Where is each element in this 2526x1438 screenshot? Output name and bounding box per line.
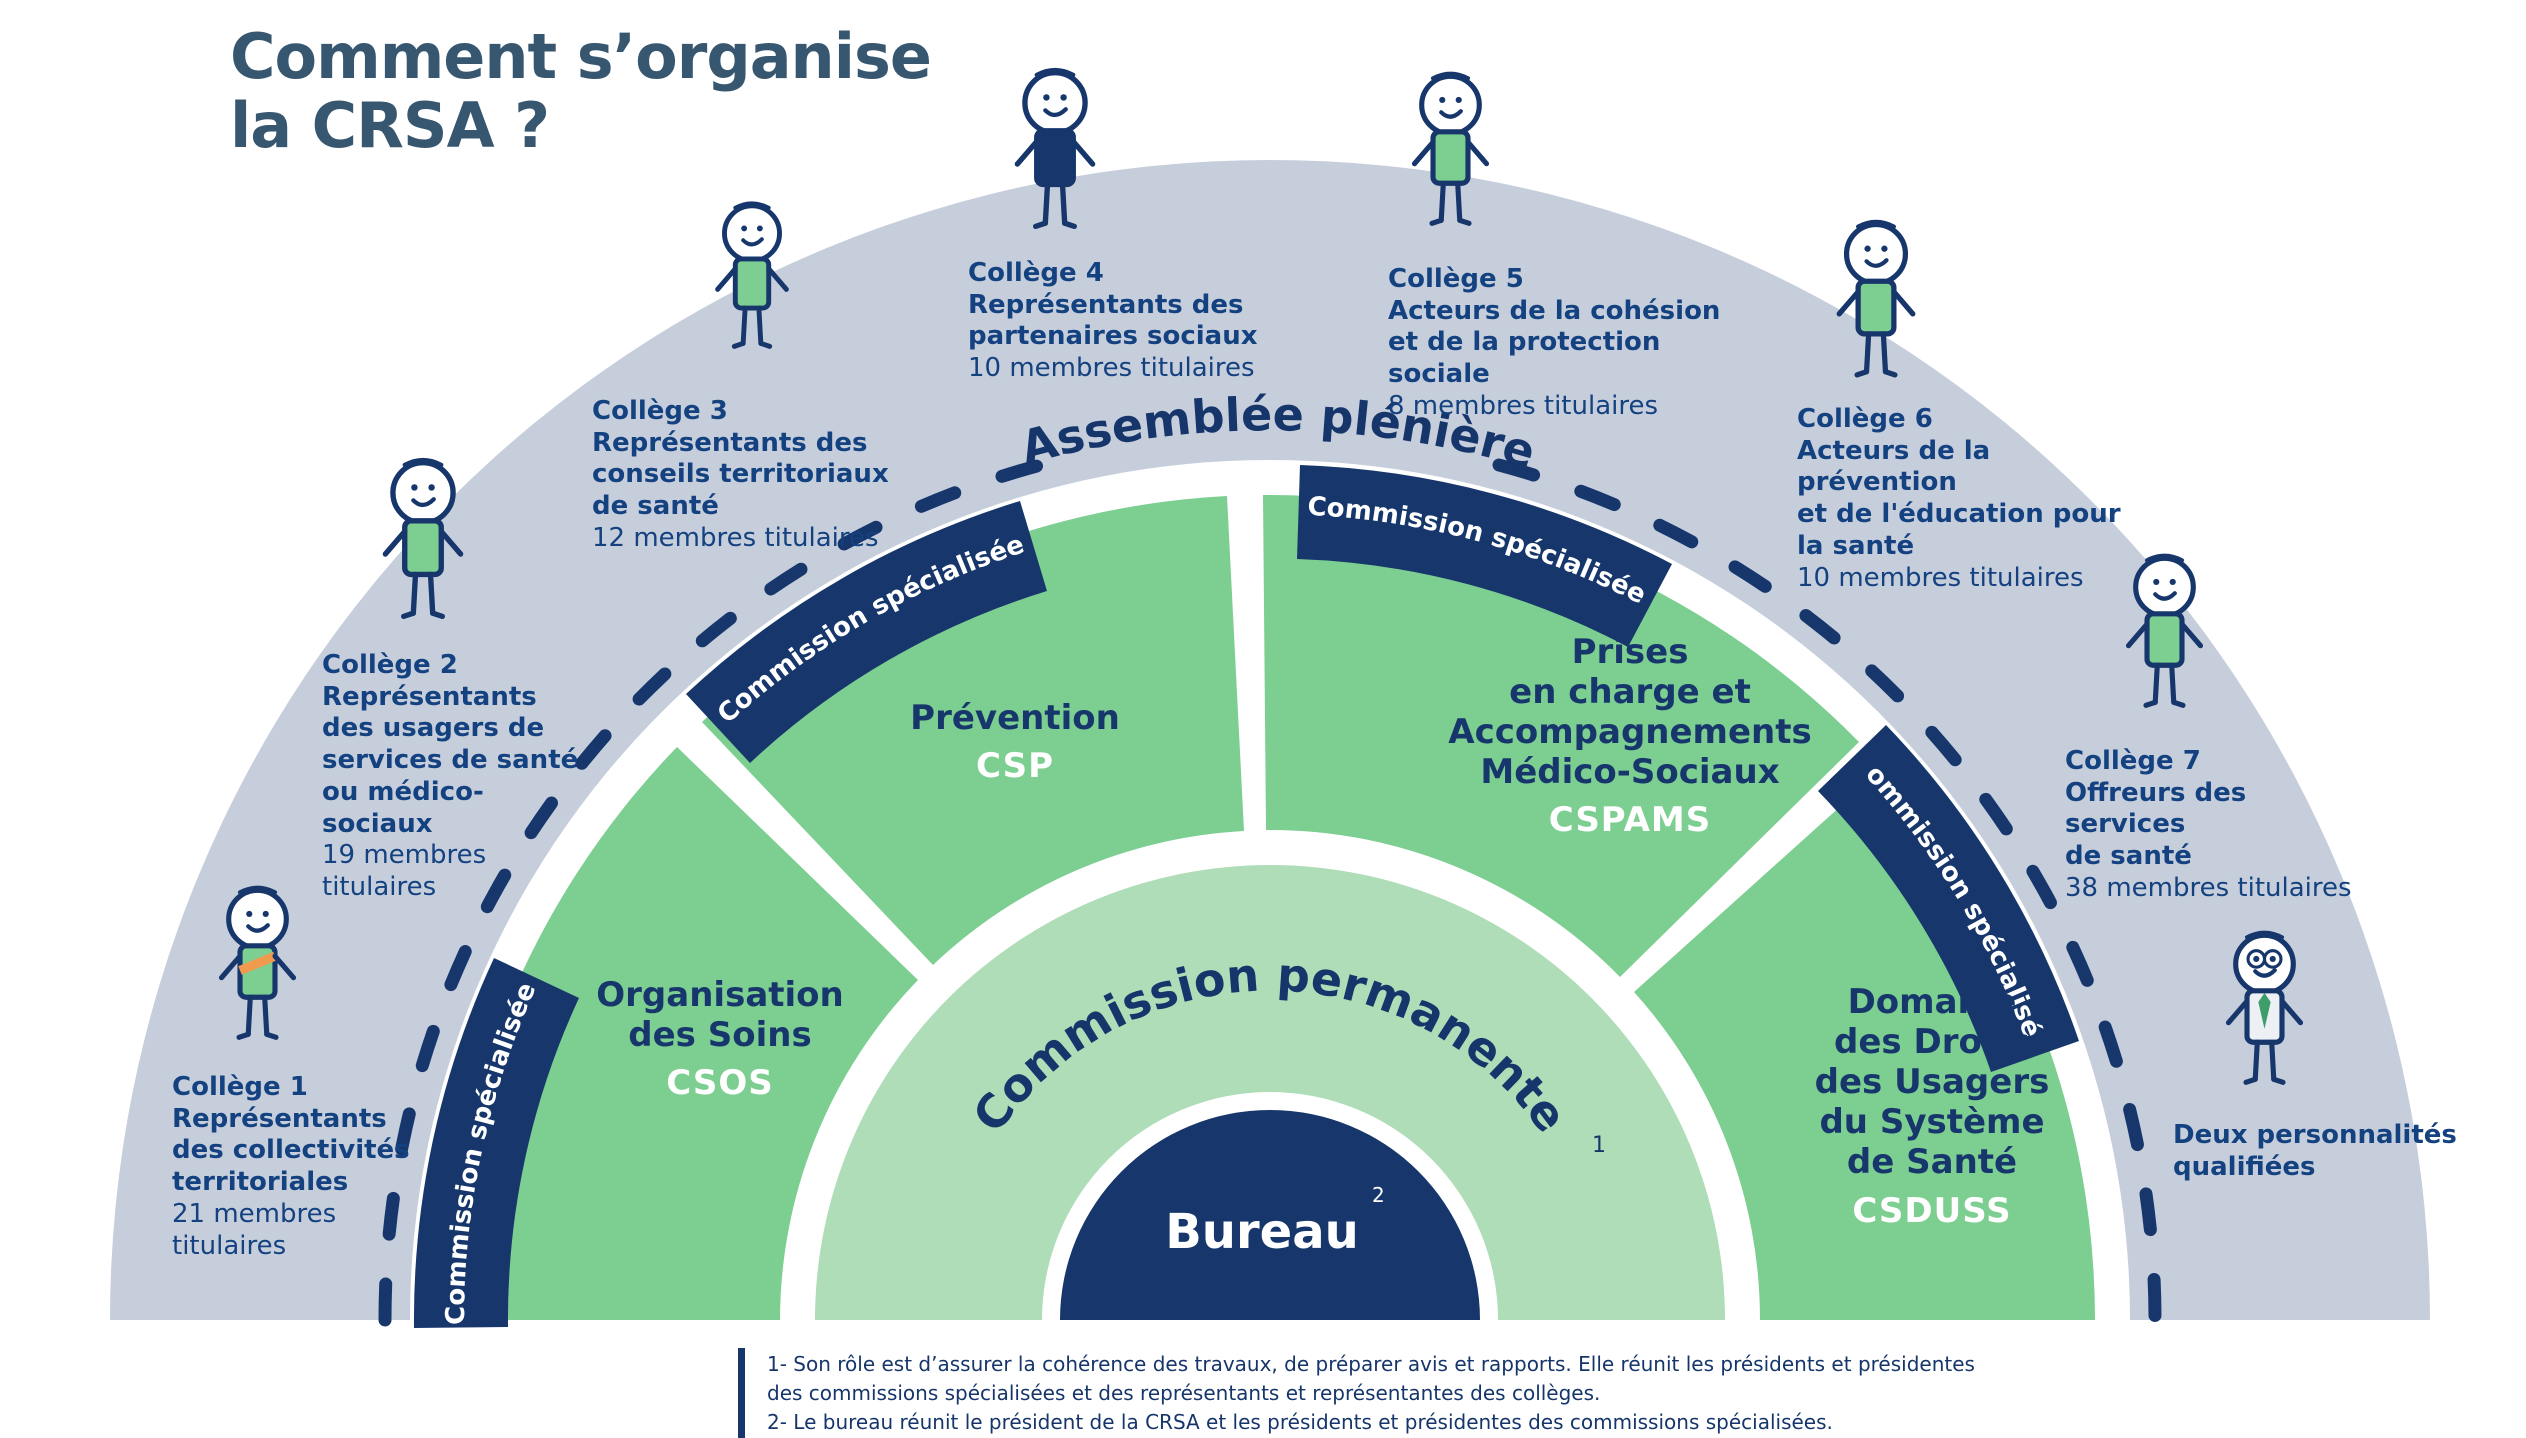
college-3-members: 12 membres titulaires [592, 522, 879, 553]
banner-cspams [1297, 465, 1672, 647]
college-7-character [2112, 548, 2217, 728]
footnote-2: 2- Le bureau réunit le président de la C… [767, 1410, 1833, 1434]
college-6-block: Collège 6 Acteurs de la prévention et de… [1797, 404, 2157, 594]
csduss-acronym: CSDUSS [1852, 1190, 2012, 1231]
commission-sector-cspams [1263, 494, 1859, 977]
csp-acronym: CSP [976, 746, 1054, 787]
sector-label-csos: Organisation des Soins CSOS [585, 975, 855, 1103]
sector-label-cspams: Prises en charge et Accompagnements Médi… [1445, 632, 1815, 840]
college-2-name: Collège 2 [322, 650, 458, 680]
footnotes-block: 1- Son rôle est d’assurer la cohérence d… [738, 1348, 2227, 1438]
college-3-block: Collège 3 Représentants des conseils ter… [592, 396, 892, 555]
college-4-members: 10 membres titulaires [968, 353, 1255, 384]
commission-sector-csos [445, 747, 918, 1320]
college-2-description: Représentants des usagers de services de… [322, 681, 579, 839]
cspams-name: Prises en charge et Accompagnements Médi… [1448, 632, 1812, 793]
college-5-description: Acteurs de la cohésion et de la protecti… [1388, 295, 1721, 390]
college-7-block: Collège 7 Offreurs des services de santé… [2065, 746, 2375, 905]
dashed-arc-left [378, 454, 1063, 1327]
college-5-name: Collège 5 [1388, 264, 1524, 294]
college-6-character [1822, 214, 1930, 398]
college-2-block: Collège 2 Représentants des usagers de s… [322, 650, 592, 904]
college-1-members: 21 membres titulaires [172, 1198, 337, 1261]
college-4-character [1000, 62, 1110, 250]
college-1-character [205, 880, 310, 1060]
qualified-members-character [2212, 925, 2317, 1105]
banner-csos [413, 958, 579, 1328]
page-title: Comment s’organise la CRSA ? [230, 20, 932, 163]
banner-csduss [1818, 725, 2079, 1072]
college-6-name: Collège 6 [1797, 404, 1933, 434]
college-7-description: Offreurs des services de santé [2065, 777, 2247, 872]
college-1-name: Collège 1 [172, 1072, 308, 1102]
footnote-1: 1- Son rôle est d’assurer la cohérence d… [767, 1352, 1975, 1405]
csduss-name: Domaine des Droits des Usagers du Systèm… [1814, 982, 2050, 1183]
qualified-members-label: Deux personnalités qualifiées [2173, 1120, 2457, 1182]
sector-label-csduss: Domaine des Droits des Usagers du Systèm… [1762, 982, 2102, 1231]
college-4-description: Représentants des partenaires sociaux [968, 289, 1258, 352]
college-5-block: Collège 5 Acteurs de la cohésion et de l… [1388, 264, 1748, 423]
commission-sector-csp [702, 496, 1244, 965]
college-5-members: 8 membres titulaires [1388, 390, 1659, 421]
college-2-members: 19 membres titulaires [322, 840, 487, 903]
college-3-description: Représentants des conseils territoriaux … [592, 427, 889, 522]
sector-label-csp: Prévention CSP [880, 698, 1150, 786]
college-2-character [368, 452, 478, 640]
college-5-character [1398, 66, 1503, 246]
college-1-description: Représentants des collectivités territor… [172, 1103, 410, 1198]
college-7-name: Collège 7 [2065, 746, 2201, 776]
college-4-block: Collège 4 Représentants des partenaires … [968, 258, 1268, 385]
college-3-character [702, 196, 802, 368]
college-6-description: Acteurs de la prévention et de l'éducati… [1797, 435, 2121, 561]
assembly-dashed-boundary [378, 454, 2162, 1327]
permanent-commission-footnote-ref: 1 [1592, 1133, 1606, 1158]
csos-name: Organisation des Soins [596, 975, 844, 1056]
college-6-members: 10 membres titulaires [1797, 562, 2084, 593]
college-3-name: Collège 3 [592, 396, 728, 426]
banner-csp [686, 501, 1047, 763]
bureau-label: Bureau [1165, 1204, 1359, 1260]
csp-name: Prévention [910, 698, 1120, 738]
college-1-block: Collège 1 Représentants des collectivité… [172, 1072, 432, 1262]
qualified-members-block: Deux personnalités qualifiées [2173, 1120, 2473, 1183]
dashed-arc-right [1492, 458, 2162, 1327]
college-7-members: 38 membres titulaires [2065, 872, 2352, 903]
cspams-acronym: CSPAMS [1548, 800, 1712, 841]
bureau-footnote-ref: 2 [1372, 1183, 1385, 1207]
college-4-name: Collège 4 [968, 258, 1104, 288]
csos-acronym: CSOS [666, 1063, 774, 1104]
bureau-area [1060, 1110, 1480, 1320]
